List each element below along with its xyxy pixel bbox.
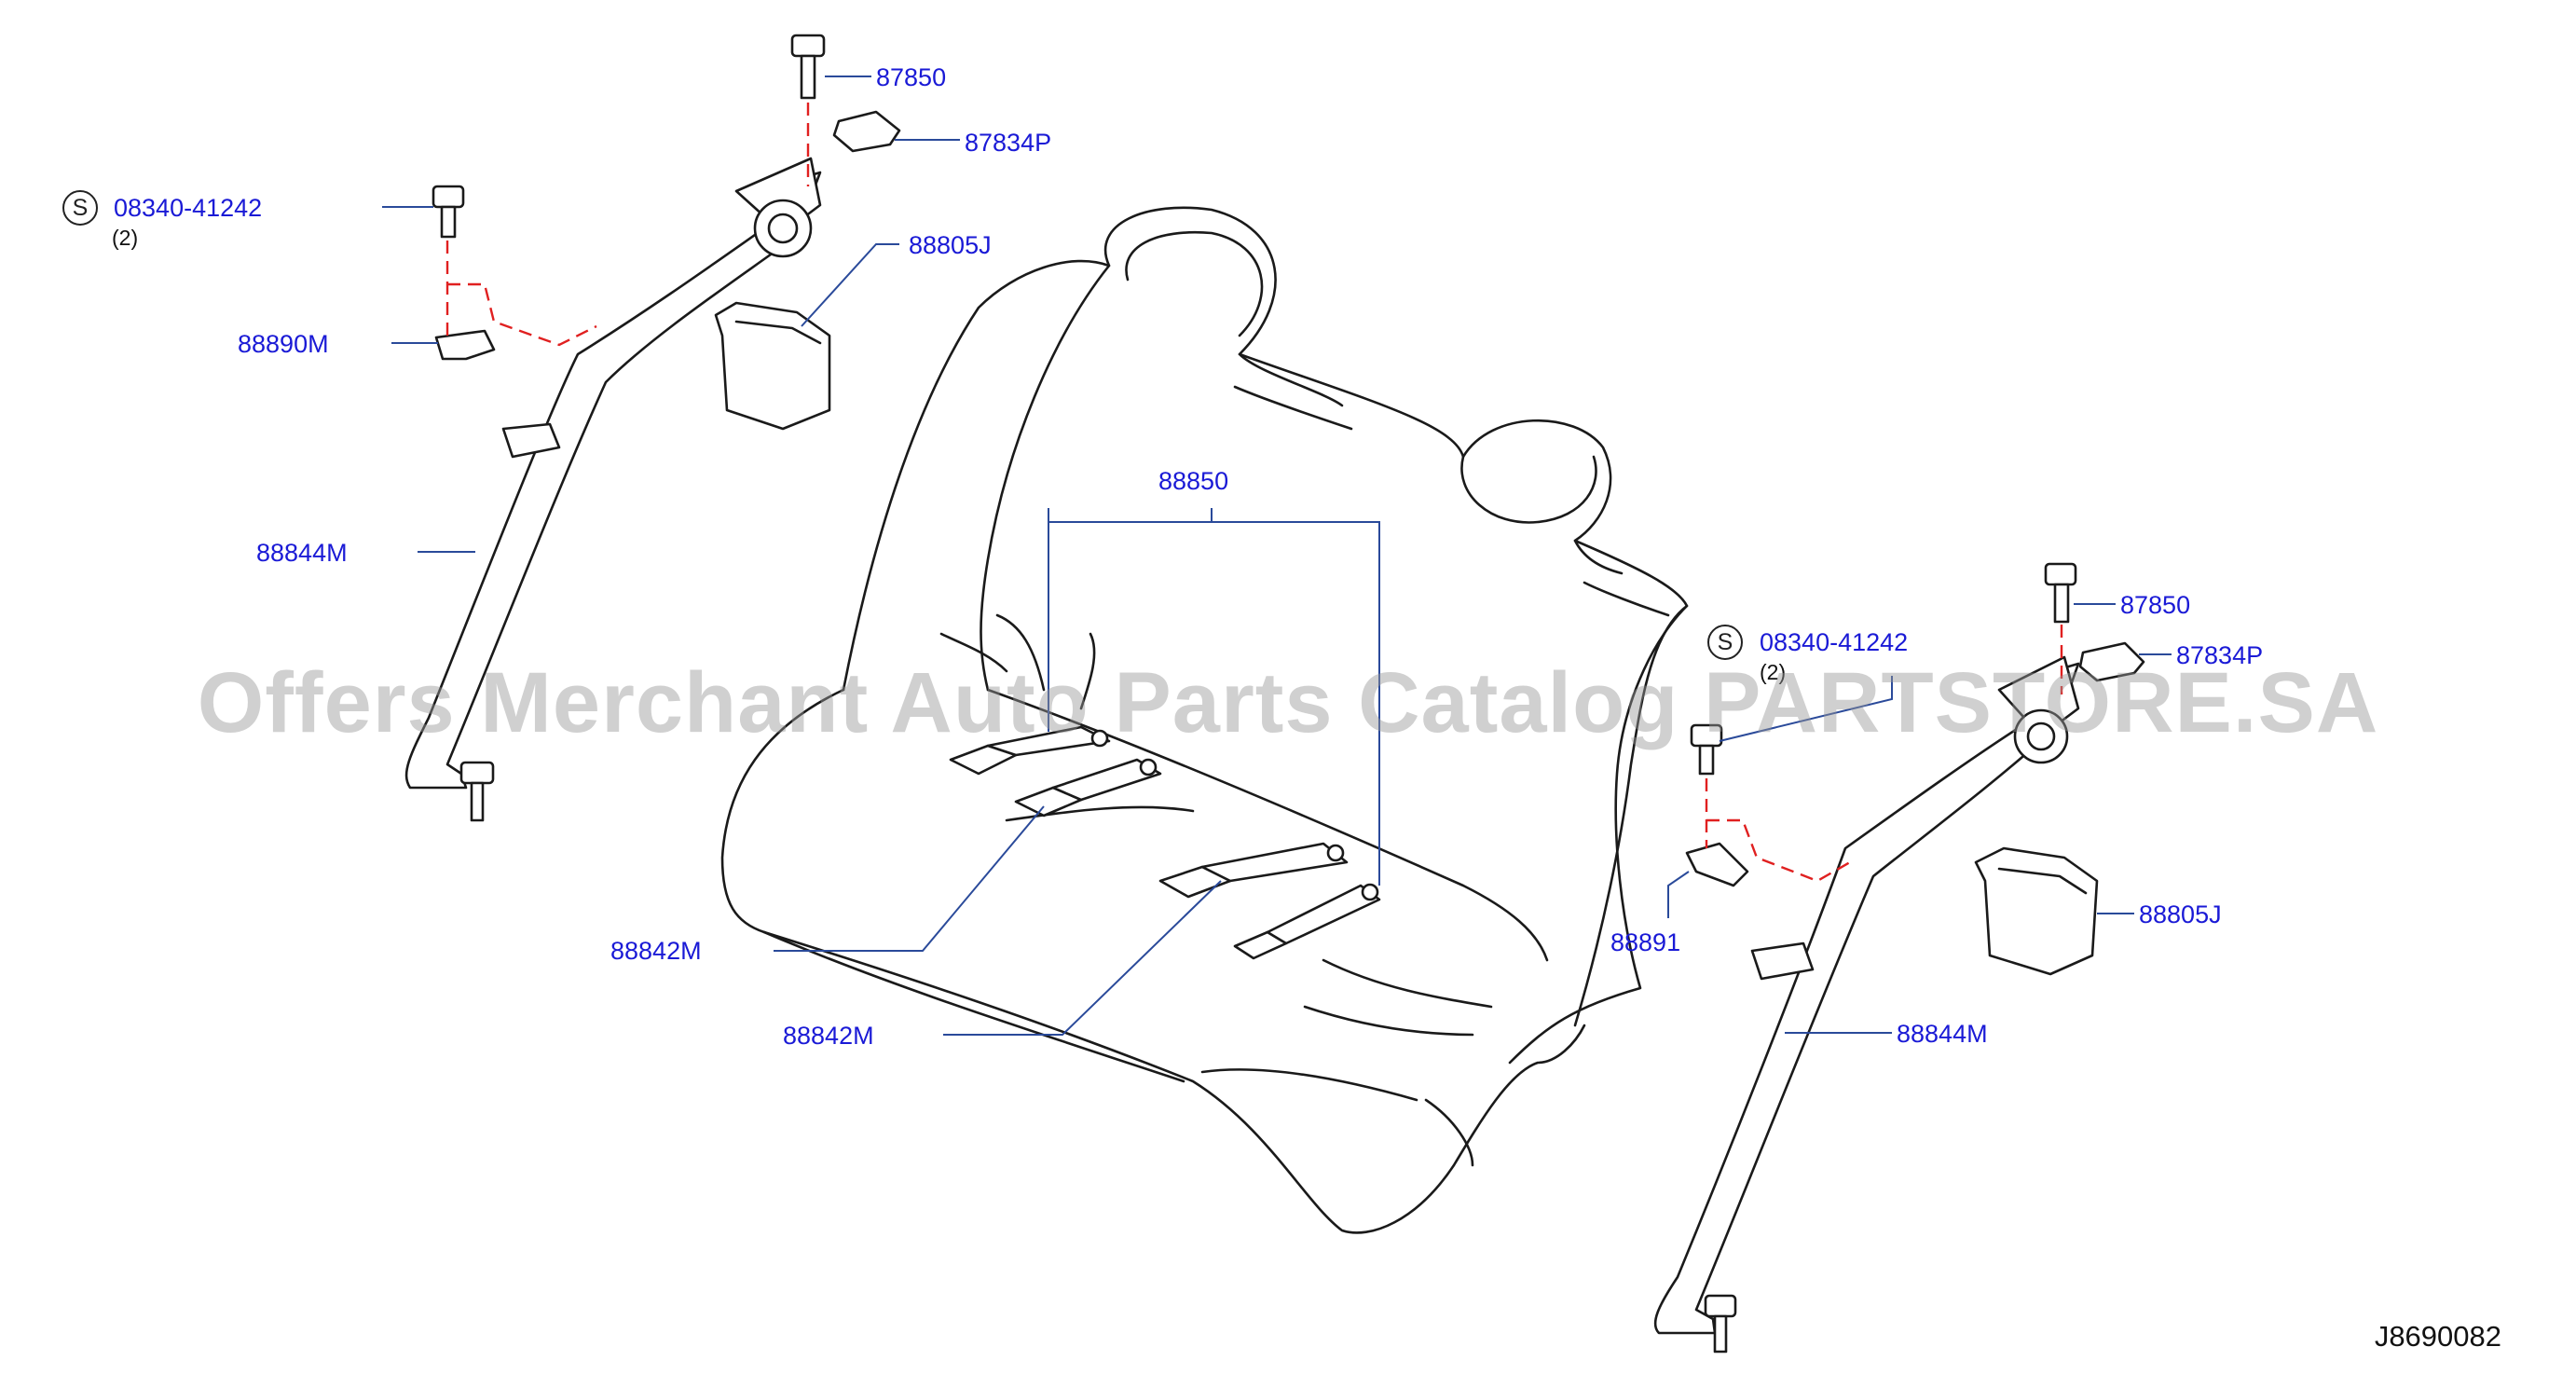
watermark: Offers Merchant Auto Parts Catalog PARTS… bbox=[197, 655, 2379, 750]
label-87834p-right: 87834P bbox=[2176, 641, 2264, 669]
right-belt-assembly bbox=[1653, 562, 2145, 1354]
label-88842m-lower: 88842M bbox=[783, 1022, 874, 1050]
std-part-s-badge-left: S bbox=[62, 190, 98, 226]
label-08340-41242-left: 08340-41242 bbox=[114, 194, 263, 222]
label-87850-left: 87850 bbox=[876, 63, 947, 91]
label-88844m-right: 88844M bbox=[1897, 1020, 1988, 1048]
std-part-s-badge-right: S bbox=[1707, 625, 1743, 660]
diagram-code: J8690082 bbox=[2374, 1320, 2501, 1353]
label-88850: 88850 bbox=[1158, 467, 1229, 495]
label-87850-right: 87850 bbox=[2120, 591, 2191, 619]
label-87834p-left: 87834P bbox=[965, 129, 1052, 157]
label-88890m: 88890M bbox=[238, 330, 329, 358]
rear-seat bbox=[720, 206, 1689, 1234]
label-88805j-right: 88805J bbox=[2139, 900, 2222, 928]
label-08340-41242-right: 08340-41242 bbox=[1760, 628, 1909, 656]
label-qty-right: (2) bbox=[1760, 660, 1787, 684]
label-qty-left: (2) bbox=[112, 226, 139, 250]
leader-lines bbox=[382, 76, 2172, 1036]
label-88844m-left: 88844M bbox=[256, 539, 348, 567]
center-belt-assembly bbox=[949, 725, 1381, 960]
label-88891: 88891 bbox=[1610, 928, 1681, 956]
left-belt-assembly bbox=[404, 34, 901, 822]
label-88805j-left: 88805J bbox=[909, 231, 992, 259]
label-88842m-upper: 88842M bbox=[610, 937, 702, 965]
